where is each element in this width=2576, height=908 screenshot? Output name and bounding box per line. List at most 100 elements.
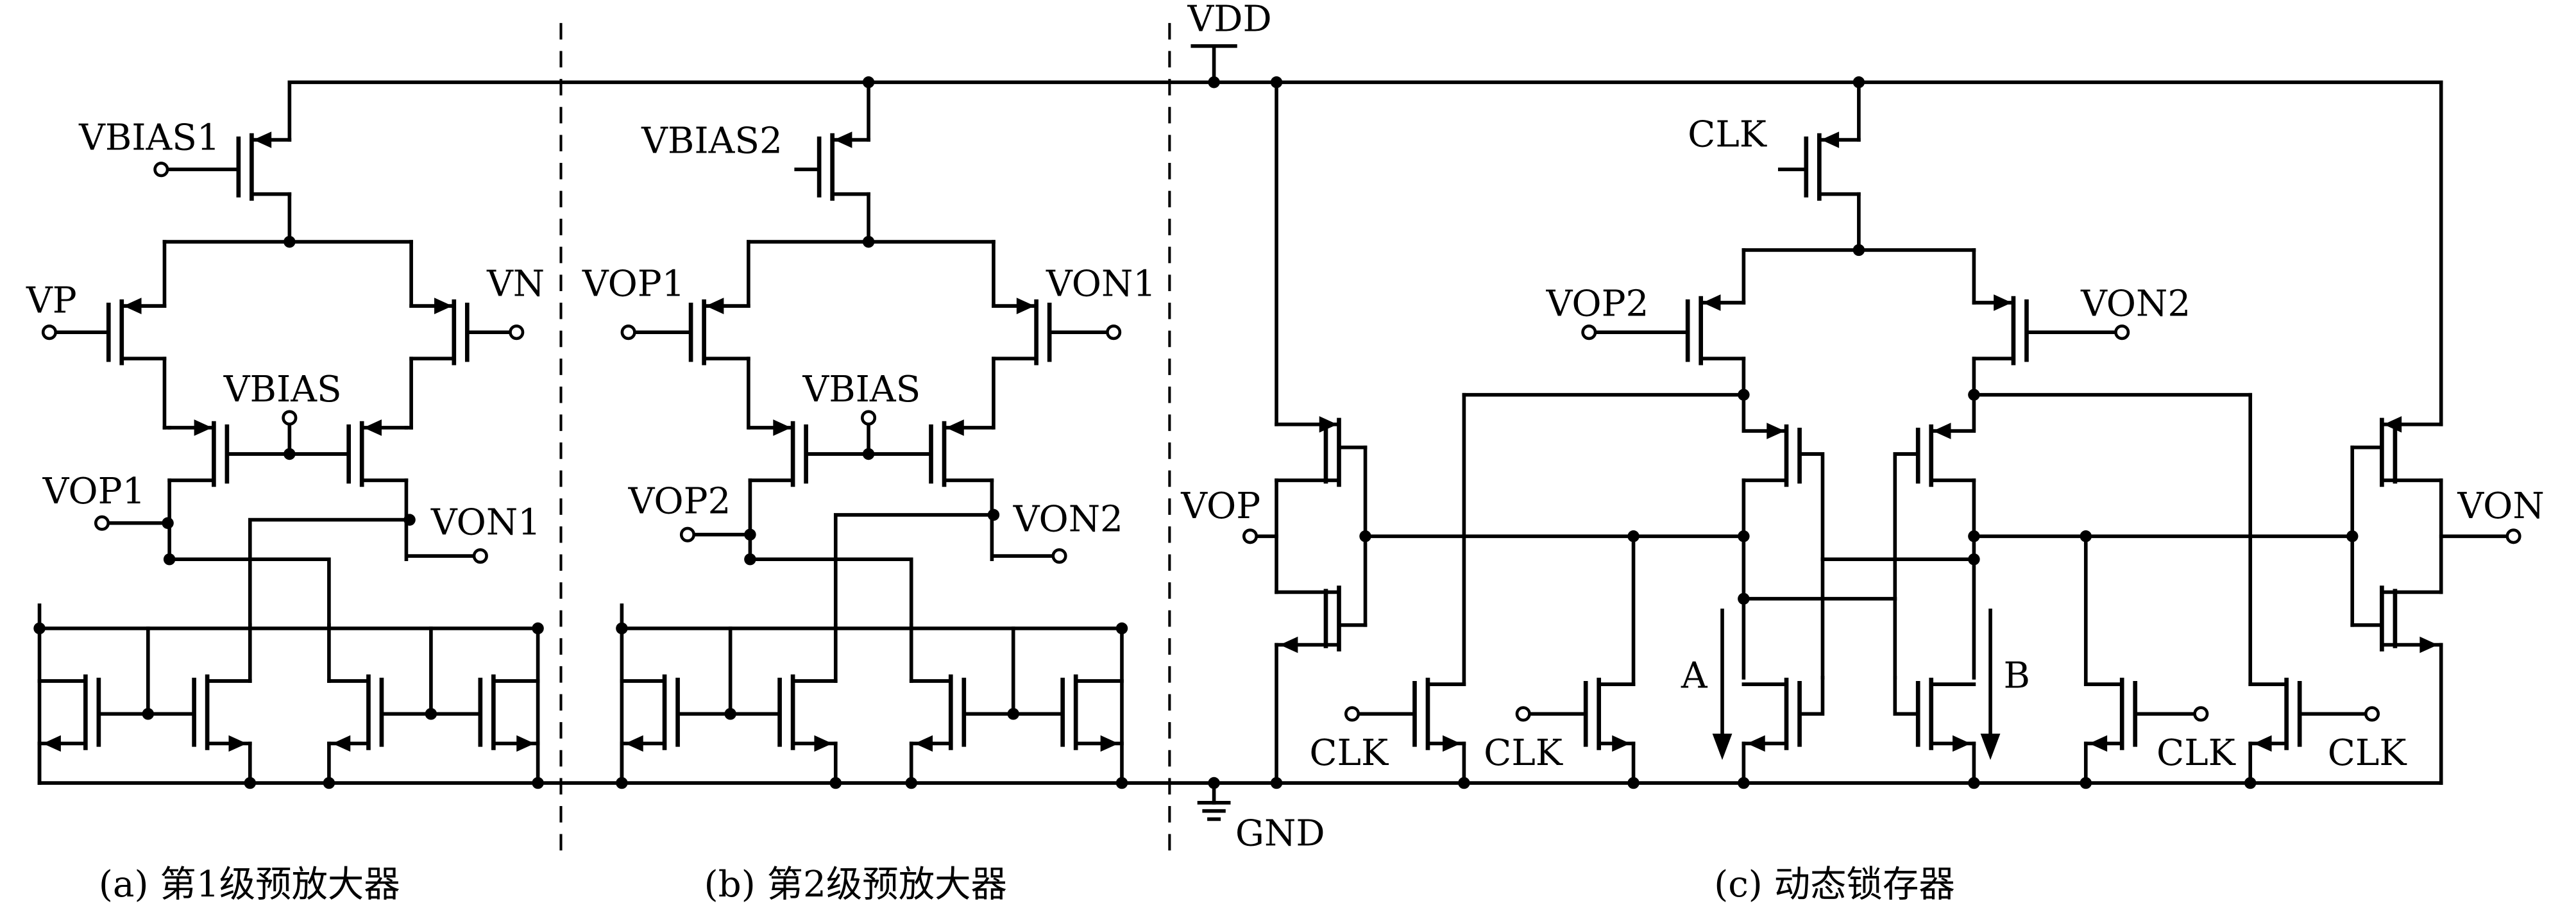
mn-reset-3 xyxy=(2083,677,2199,752)
vop1-out-label: VOP1 xyxy=(42,471,146,512)
terminal-pin xyxy=(1515,706,1531,722)
mp-in-vn xyxy=(409,298,519,366)
arrow xyxy=(434,298,453,314)
junction-dot xyxy=(142,708,155,720)
von1-out-label: VON1 xyxy=(430,502,541,544)
arrow xyxy=(363,419,382,436)
vop2-out-label: VOP2 xyxy=(628,480,731,522)
arrow xyxy=(914,735,933,752)
arrow xyxy=(1767,423,1785,439)
terminal-pin xyxy=(472,548,488,564)
vbias1-label: VBIAS1 xyxy=(78,117,220,158)
vbias-a-label: VBIAS xyxy=(223,369,342,410)
junction-dot xyxy=(284,235,296,248)
terminal-pin xyxy=(1051,548,1067,564)
mp-clk-tail xyxy=(1777,131,1861,201)
mp-load-left-2 xyxy=(748,419,933,487)
junction-dot xyxy=(1852,76,1865,88)
terminal-pin xyxy=(2114,324,2130,340)
terminal-pin xyxy=(282,410,298,426)
vdd-label: VDD xyxy=(1187,0,1272,40)
arrow xyxy=(228,735,247,752)
mp-load-right-1 xyxy=(346,419,409,487)
arrow xyxy=(2089,735,2108,752)
terminal-pin xyxy=(620,324,636,340)
junction-dot xyxy=(2244,777,2257,789)
node-b-label: B xyxy=(2004,655,2030,696)
von1-in-label: VON1 xyxy=(1046,264,1156,305)
arrow xyxy=(253,131,272,148)
junction-dot xyxy=(616,622,628,635)
junction-dot xyxy=(1968,389,1980,401)
wire xyxy=(748,557,913,627)
terminal-pin xyxy=(509,324,525,340)
junction-dot xyxy=(829,777,842,789)
mp-inv-vop xyxy=(1275,416,1341,487)
mn-latch-right xyxy=(1893,676,1976,752)
junction-dot xyxy=(1738,530,1750,542)
mp-in-von2 xyxy=(1972,294,2124,366)
arrow xyxy=(2383,416,2402,433)
terminal-pin xyxy=(153,162,169,178)
junction-dot xyxy=(1270,76,1283,88)
junction-dot xyxy=(532,777,544,789)
junction-dot xyxy=(244,777,257,789)
junction-dot xyxy=(905,777,917,789)
mn-reset-1 xyxy=(1350,677,1466,752)
arrow xyxy=(834,131,852,148)
junction-dot xyxy=(425,708,437,720)
terminal-pin xyxy=(1581,324,1597,340)
mn-cross-1a xyxy=(37,674,150,752)
junction-dot xyxy=(162,517,174,529)
gate-lead xyxy=(1797,452,1825,561)
arrow xyxy=(1612,735,1631,752)
arrow xyxy=(1702,294,1721,311)
junction-dot xyxy=(1208,76,1220,88)
node-arrows xyxy=(1712,609,2001,761)
node-a-label: A xyxy=(1681,655,1708,696)
transistors xyxy=(37,131,2443,752)
arrow xyxy=(1443,735,1461,752)
arrow xyxy=(194,419,212,436)
junction-dot xyxy=(1968,553,1980,566)
junction-dots xyxy=(33,76,2359,789)
mp-in-vp xyxy=(47,298,167,366)
von2-out-label: VON2 xyxy=(1013,499,1123,541)
vp-label: VP xyxy=(26,280,77,321)
caption-a: (a) 第1级预放大器 xyxy=(99,864,400,905)
junction-dot xyxy=(987,509,1000,521)
arrow xyxy=(1016,298,1035,314)
junction-dot xyxy=(744,528,756,541)
arrow xyxy=(1994,294,2012,311)
junction-dot xyxy=(1458,777,1470,789)
gate-lead xyxy=(1893,452,1920,601)
junction-dot xyxy=(532,622,544,635)
arrow xyxy=(1100,735,1119,752)
terminal-pin xyxy=(2505,528,2521,544)
mn-inv-von xyxy=(2380,585,2443,653)
junction-dot xyxy=(862,448,875,460)
junction-dot xyxy=(862,235,875,248)
terminal-pin xyxy=(679,526,696,542)
junction-dot xyxy=(403,514,416,526)
caption-c: (c) 动态锁存器 xyxy=(1714,864,1955,905)
junction-dot xyxy=(163,553,176,566)
arrow xyxy=(123,298,142,314)
junction-dot xyxy=(1359,530,1371,542)
junction-dot xyxy=(1627,777,1640,789)
gate-lead xyxy=(1893,676,1920,716)
mp-inv-von xyxy=(2380,416,2443,487)
vbias2-label: VBIAS2 xyxy=(641,121,783,162)
terminal-pin xyxy=(41,324,57,340)
junction-dot xyxy=(2346,530,2359,542)
junction-dot xyxy=(284,448,296,460)
clk-2-label: CLK xyxy=(1484,732,1563,774)
vn-label: VN xyxy=(486,264,545,305)
junction-dot xyxy=(616,777,628,789)
captions: (a) 第1级预放大器 (b) 第2级预放大器 (c) 动态锁存器 xyxy=(99,864,1955,905)
mn-reset-4 xyxy=(2248,677,2371,752)
arrow xyxy=(516,735,535,752)
mp-in-vop2 xyxy=(1587,294,1746,366)
mn-cross-2a xyxy=(620,674,733,752)
